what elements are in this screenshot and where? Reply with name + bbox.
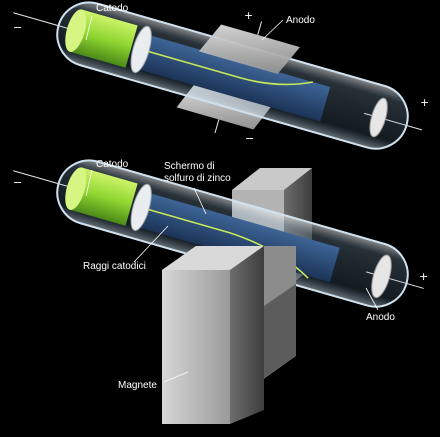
leader-catodo-1 xyxy=(85,15,93,41)
plate-top-wire xyxy=(257,21,263,36)
sign-plate-top: + xyxy=(244,9,254,22)
label-screen-line1: Schermo di xyxy=(164,161,215,172)
plate-bottom-wire xyxy=(214,119,220,134)
label-magnete: Magnete xyxy=(118,380,157,391)
cathode-ray-beam xyxy=(148,50,313,86)
leader-rays xyxy=(133,225,169,263)
label-anodo-2: Anodo xyxy=(366,312,395,323)
deflection-plate-top xyxy=(198,24,300,74)
leader-magnet xyxy=(163,371,189,383)
label-catodo-2: Catodo xyxy=(96,159,129,170)
cathode-cylinder-2 xyxy=(69,167,138,226)
label-catodo-1: Catodo xyxy=(96,3,129,14)
leader-anodo-1 xyxy=(261,19,284,41)
label-raggi-catodici: Raggi catodici xyxy=(83,261,146,272)
cathode-face-2 xyxy=(65,167,87,210)
anode-disk-2 xyxy=(371,254,392,299)
fluorescent-screen xyxy=(137,34,331,122)
leader-catodo-2 xyxy=(85,169,93,197)
sign-left-terminal-1: − xyxy=(13,21,23,34)
anode-disk xyxy=(369,97,388,138)
sign-right-terminal-1: + xyxy=(420,96,430,109)
cathode-cylinder xyxy=(69,9,138,68)
leader-anodo-2 xyxy=(365,287,379,311)
sign-right-terminal-2: + xyxy=(419,270,429,283)
tube-1-electric-field xyxy=(13,1,423,150)
sign-left-terminal-2: − xyxy=(13,176,23,189)
cathode-face xyxy=(65,9,87,52)
leader-screen xyxy=(193,187,207,215)
sign-plate-bottom: − xyxy=(245,132,255,145)
magnet-front-arm xyxy=(162,246,296,424)
label-anodo-1: Anodo xyxy=(286,15,315,26)
label-screen-line2: solfuro di zinco xyxy=(164,173,231,184)
